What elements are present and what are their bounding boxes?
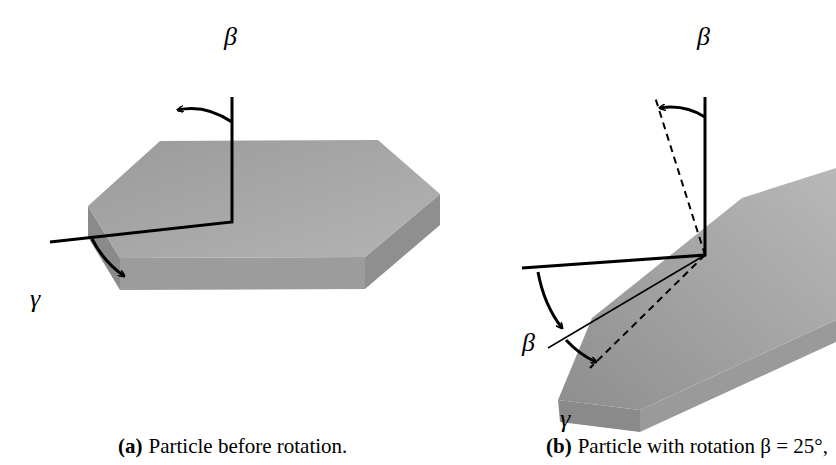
axis-label: γ [30,286,40,312]
axis-label: β [522,330,535,356]
rotation-axes [50,97,232,276]
axis-label: β [224,24,237,50]
axis-label: γ [560,406,570,432]
rotation-axes [522,97,705,368]
caption-text: Particle with rotation β = 25°, [578,436,828,457]
subfigure-tag: (a) [118,436,143,457]
rotated-plate [558,168,836,432]
subfigure-tag: (b) [546,436,572,457]
axis-label: β [697,24,710,50]
caption-text: Particle before rotation. [149,436,348,457]
hexagonal-plate [88,140,440,290]
